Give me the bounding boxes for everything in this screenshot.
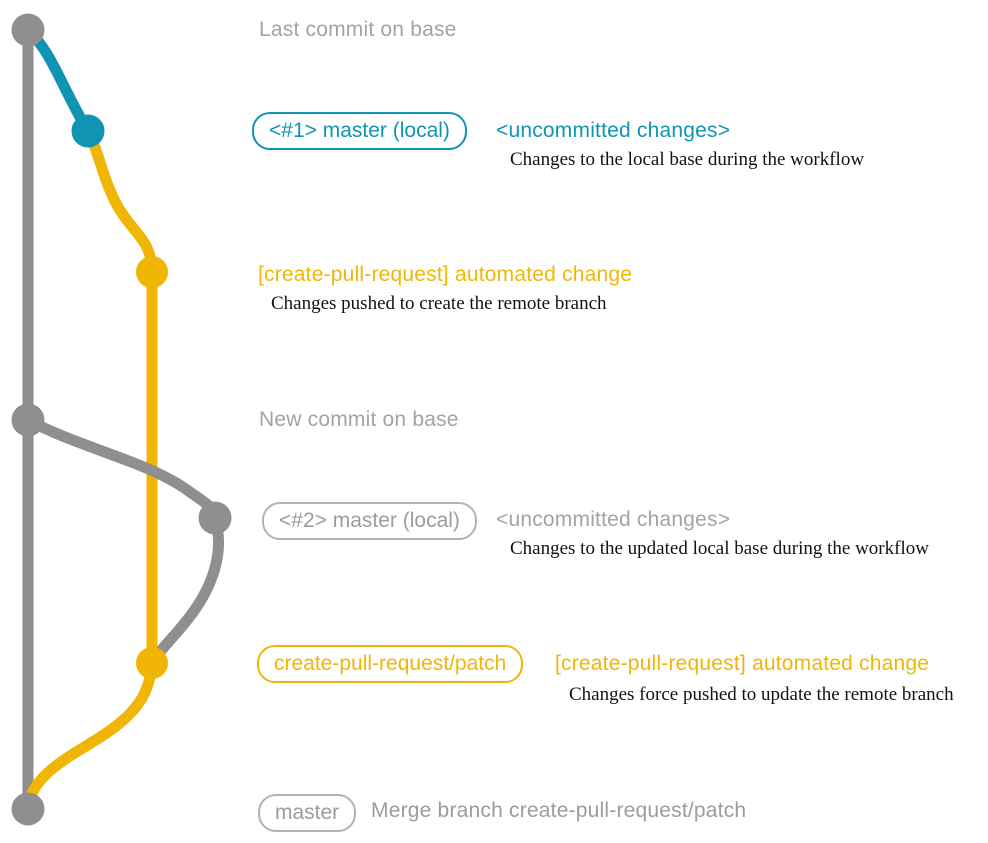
label-last-commit-on-base: Last commit on base <box>259 18 457 41</box>
desc-local-base-changes-1: Changes to the local base during the wor… <box>510 149 865 170</box>
commit-title-automated-change-1: [create-pull-request] automated change <box>258 263 633 286</box>
yellow-merge-curve <box>22 657 158 812</box>
branch-tag-master-label: master <box>275 801 340 824</box>
branch-tag-master-local-2: <#2> master (local) <box>262 502 477 540</box>
commit-dot-last-base <box>11 13 45 47</box>
branch-tag-master-local-1: <#1> master (local) <box>252 112 467 150</box>
label-new-commit-on-base: New commit on base <box>259 408 459 431</box>
yellow-branch-curve-top <box>82 125 158 278</box>
branch-tag-master: master <box>258 794 357 832</box>
commit-dot-automated-change-2 <box>136 647 168 679</box>
commit-dot-master-local-1 <box>71 114 105 148</box>
commit-dot-merge <box>11 792 45 826</box>
gray-branch-curve-out <box>22 414 221 524</box>
desc-automated-change-2: Changes force pushed to update the remot… <box>569 684 954 705</box>
commit-dot-new-base <box>11 403 45 437</box>
desc-automated-change-1: Changes pushed to create the remote bran… <box>271 293 607 314</box>
desc-local-base-changes-2: Changes to the updated local base during… <box>510 538 929 559</box>
branch-tag-master-local-1-label: <#1> master (local) <box>269 119 450 142</box>
commit-title-merge-branch: Merge branch create-pull-request/patch <box>371 799 747 822</box>
status-uncommitted-changes-2: <uncommitted changes> <box>496 508 731 531</box>
branch-tag-patch: create-pull-request/patch <box>257 645 524 683</box>
teal-branch-curve <box>22 24 94 137</box>
branch-tag-master-local-2-label: <#2> master (local) <box>279 509 460 532</box>
commit-title-automated-change-2: [create-pull-request] automated change <box>555 652 930 675</box>
commit-dot-master-local-2 <box>198 501 232 535</box>
status-uncommitted-changes-1: <uncommitted changes> <box>496 119 731 142</box>
commit-dot-automated-change-1 <box>136 256 168 288</box>
gray-branch-curve-in <box>147 512 224 668</box>
branch-tag-patch-label: create-pull-request/patch <box>274 652 507 675</box>
